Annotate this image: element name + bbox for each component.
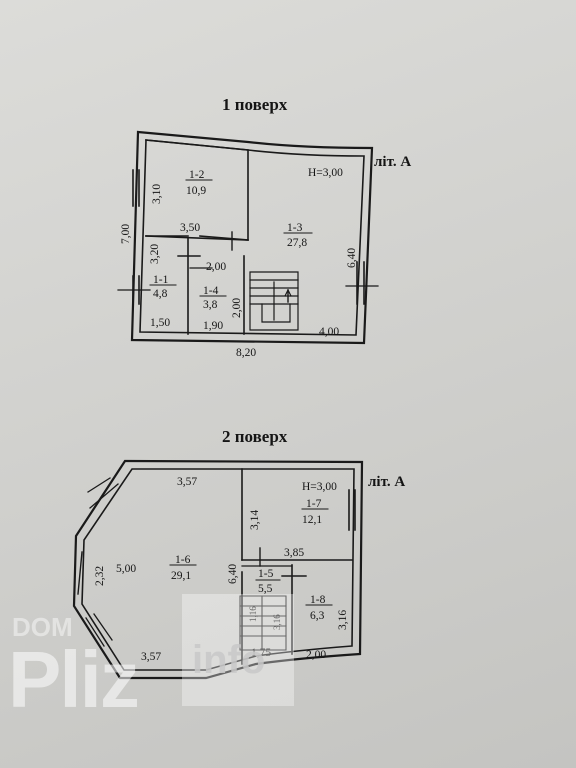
watermark-badge: info <box>182 594 294 706</box>
room-number: 1-4 <box>203 285 219 297</box>
floor1-dim-bottom-r13: 4,00 <box>319 326 339 338</box>
room-area: 10,9 <box>186 185 206 197</box>
floor2-dim-r17-left: 3,14 <box>249 510 261 530</box>
floor1-dim-r12-bottom: 3,50 <box>180 222 200 234</box>
floor1-room-1-3: 1-3 27,8 <box>287 222 307 249</box>
floor2-stairs <box>239 595 287 651</box>
watermark-dom: DOM <box>12 612 73 642</box>
floor1-height: H=3,00 <box>308 167 343 179</box>
room-number: 1-5 <box>258 568 274 580</box>
floor1-dim-r12-left: 3,10 <box>151 184 163 204</box>
room-area: 27,8 <box>287 237 307 249</box>
floor2-room-1-5: 1-5 5,5 <box>258 568 274 595</box>
floor1-room-1-2: 1-2 10,9 <box>186 169 206 197</box>
floor1-stairs <box>249 271 299 331</box>
floor1-room-1-4: 1-4 3,8 <box>203 285 219 311</box>
floor1-dim-r11-left: 3,20 <box>149 244 161 264</box>
floor2-dim-bottom-stair: 1,75 <box>251 647 271 659</box>
room-number: 1-8 <box>310 594 326 606</box>
floor2-dim-r16-right: 6,40 <box>227 564 239 584</box>
floor1-dim-bottom-r14: 1,90 <box>203 320 223 332</box>
floor2-room-1-6: 1-6 29,1 <box>171 554 191 582</box>
floor2-dim-bottom-r16: 3,57 <box>141 651 161 663</box>
room-number: 1-7 <box>306 498 322 510</box>
floor2-dim-bottom-r18: 2,00 <box>306 649 326 661</box>
room-number: 1-1 <box>153 274 169 286</box>
room-area: 29,1 <box>171 570 191 582</box>
floor1-lit-label: літ. А <box>374 154 411 170</box>
floor2-dim-r16-width: 5,00 <box>116 563 136 575</box>
floor2-dim-r18-right: 3,16 <box>337 610 349 630</box>
room-number: 1-2 <box>189 169 205 181</box>
floor1-dim-r14-right: 2,00 <box>231 298 243 318</box>
floor2-room-1-7: 1-7 12,1 <box>302 498 322 526</box>
room-area: 12,1 <box>302 514 322 526</box>
floor2-dim-bay-side: 2,32 <box>94 566 106 586</box>
watermark-logo: Pliz <box>8 635 140 724</box>
floor2-dim-r17-bottom: 3,85 <box>284 547 304 559</box>
floor2-plan <box>72 459 364 680</box>
floor1-dim-bottom-r11: 1,50 <box>150 317 170 329</box>
room-area: 6,3 <box>310 610 325 622</box>
watermark-badge-text: info <box>192 638 266 682</box>
room-number: 1-3 <box>287 222 303 234</box>
room-number: 1-6 <box>175 554 191 566</box>
floor2-title: 2 поверх <box>222 427 288 446</box>
floor2-dim-top-r16: 3,57 <box>177 476 197 488</box>
room-area: 3,8 <box>203 299 218 311</box>
floor1-room-1-1: 1-1 4,8 <box>153 274 169 300</box>
floor1-dim-r14-top: 2,00 <box>206 261 226 273</box>
floor1-dim-right-total: 6,40 <box>346 248 358 268</box>
floor1-dim-total-width: 8,20 <box>236 347 256 359</box>
floor2-dim-stair-b: 3,16 <box>272 614 282 630</box>
room-area: 5,5 <box>258 583 273 595</box>
room-area: 4,8 <box>153 288 168 300</box>
floor2-lit-label: літ. А <box>368 474 405 490</box>
floor2-dim-stair-a: 1,16 <box>248 606 258 622</box>
floor1-plan <box>117 130 379 345</box>
floor1-title: 1 поверх <box>222 95 288 114</box>
floor2-height: H=3,00 <box>302 481 337 493</box>
floor2-room-1-8: 1-8 6,3 <box>310 594 326 622</box>
floor1-dim-left-total: 7,00 <box>120 224 132 244</box>
